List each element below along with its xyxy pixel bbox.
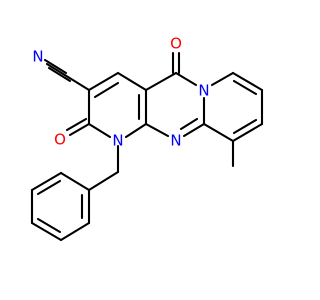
bond-c3-cnitrile xyxy=(66,75,91,92)
atom-ring-n-pyrido: N xyxy=(198,82,209,100)
atom-ring-n-center: N xyxy=(170,132,181,150)
atom-carbonyl-o-top: O xyxy=(170,35,182,53)
bond-ph-4-5 xyxy=(30,221,63,242)
atom-ring-n-benzyl: N xyxy=(112,132,123,150)
bond-n1-c10a xyxy=(124,122,148,139)
bond-c3-c4 xyxy=(87,71,120,92)
bond-ph-4-5-inner xyxy=(36,217,62,234)
bond-n11-c10a xyxy=(144,122,170,138)
bond-ph-1-2 xyxy=(59,171,91,192)
bond-cn-triple-c xyxy=(47,66,72,83)
bond-c11a-n11-inner xyxy=(179,117,199,131)
bond-c4a-c5 xyxy=(144,71,178,92)
bond-ch2-phenyl xyxy=(87,170,120,192)
bond-c2-o xyxy=(68,122,91,137)
bond-ph-2-3 xyxy=(30,171,63,192)
bond-c7-c8-inner xyxy=(232,79,258,96)
atom-nitrile-n: N xyxy=(32,48,43,66)
bond-ph-5-6 xyxy=(59,221,91,242)
bond-c3-c4-inner xyxy=(93,81,120,99)
bond-n6-c7 xyxy=(210,71,235,87)
bond-c9-c10 xyxy=(231,122,264,143)
bond-c11a-n11 xyxy=(182,122,206,138)
atom-carbonyl-o-left: O xyxy=(54,131,66,149)
molecule-canvas: N O O N N N xyxy=(30,34,264,242)
bond-cn-triple-a xyxy=(45,62,70,79)
bond-ph-2-3-inner xyxy=(36,179,62,196)
molecule-structure: N O O N N N xyxy=(30,35,264,242)
bond-group xyxy=(30,51,264,242)
bond-c4-c4a xyxy=(116,71,148,92)
bond-c2-o-double xyxy=(65,117,88,132)
bond-cn-triple-b xyxy=(43,58,68,75)
bond-c2-n1 xyxy=(87,122,112,139)
bond-c9-c10-inner xyxy=(232,118,258,135)
atom-label-group: N O O N N N xyxy=(32,35,209,150)
bond-c5-n6 xyxy=(174,71,198,87)
bond-c10-c11a xyxy=(202,122,235,143)
bond-c7-c8 xyxy=(231,71,264,92)
